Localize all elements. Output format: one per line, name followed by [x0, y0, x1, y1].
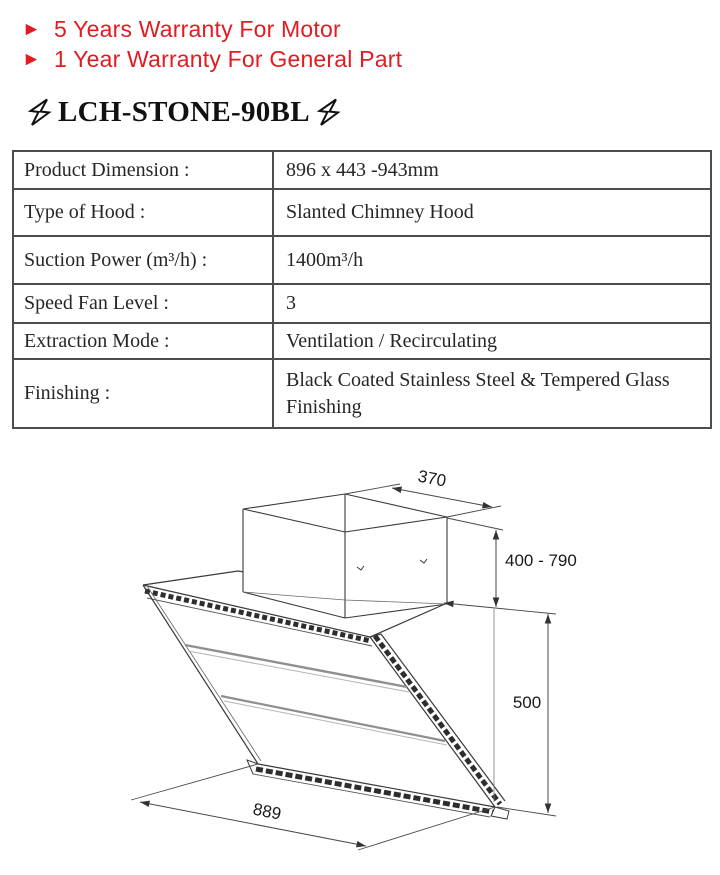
model-name: LCH-STONE-90BL: [58, 96, 310, 128]
hood-body-wireframe: [142, 570, 510, 820]
spec-label: Finishing :: [24, 382, 111, 404]
table-row: Finishing : Black Coated Stainless Steel…: [14, 358, 710, 427]
dim-label-body-height: 500: [513, 693, 541, 712]
dimension-lines: [130, 483, 557, 851]
warranty-banner: ► 5 Years Warranty For Motor ► 1 Year Wa…: [22, 14, 402, 74]
arrow-bullet-icon: ►: [22, 48, 42, 70]
table-row: Extraction Mode : Ventilation / Recircul…: [14, 322, 710, 358]
dimension-labels: 370 400 - 790 500 889: [251, 467, 577, 824]
warranty-line: ► 1 Year Warranty For General Part: [22, 44, 402, 74]
warranty-text: 1 Year Warranty For General Part: [54, 45, 403, 72]
table-row: Speed Fan Level : 3: [14, 283, 710, 322]
spec-label: Speed Fan Level :: [24, 292, 169, 314]
hood-technical-drawing: 370 400 - 790 500 889: [130, 467, 577, 851]
chimney-duct-box: [242, 493, 448, 619]
spec-table: Product Dimension : 896 x 443 -943mm Typ…: [12, 150, 712, 429]
spec-label: Product Dimension :: [24, 158, 190, 181]
spec-label: Suction Power (m³/h) :: [24, 248, 208, 271]
dim-label-chimney-height: 400 - 790: [505, 551, 577, 570]
warranty-line: ► 5 Years Warranty For Motor: [22, 14, 402, 44]
spec-label: Extraction Mode :: [24, 329, 170, 352]
lightning-bolt-icon: [316, 98, 341, 126]
dim-label-body-width: 889: [251, 800, 282, 824]
arrow-bullet-icon: ►: [22, 18, 42, 40]
spec-value: 3: [272, 285, 710, 322]
spec-value: 1400m³/h: [272, 237, 710, 283]
dim-label-duct-depth: 370: [416, 467, 447, 491]
model-title-row: LCH-STONE-90BL: [26, 96, 342, 129]
spec-value: Slanted Chimney Hood: [272, 190, 710, 235]
spec-value: 896 x 443 -943mm: [272, 152, 710, 188]
spec-label: Type of Hood :: [24, 201, 146, 223]
lightning-bolt-icon: [27, 98, 52, 126]
table-row: Suction Power (m³/h) : 1400m³/h: [14, 235, 710, 283]
table-row: Product Dimension : 896 x 443 -943mm: [14, 152, 710, 188]
spec-value: Ventilation / Recirculating: [272, 324, 710, 358]
table-row: Type of Hood : Slanted Chimney Hood: [14, 188, 710, 235]
warranty-text: 5 Years Warranty For Motor: [54, 15, 341, 42]
spec-value: Black Coated Stainless Steel & Tempered …: [272, 360, 710, 427]
